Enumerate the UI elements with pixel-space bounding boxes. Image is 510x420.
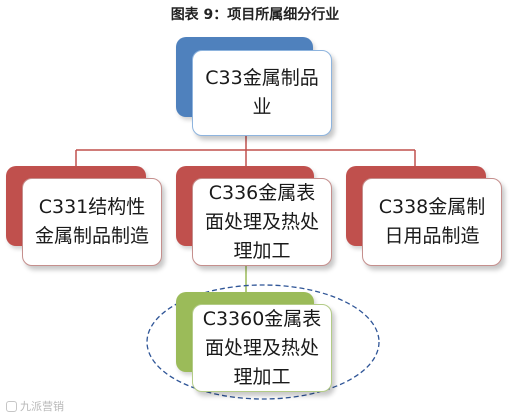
root-node: C33金属制品业: [192, 50, 332, 136]
child-node-label-3: C338金属制日用品制造: [378, 196, 486, 247]
leaf-node-label: C3360金属表面处理及热处理加工: [202, 307, 322, 388]
child-node-1: C331结构性金属制品制造: [22, 178, 162, 266]
child-node-2: C336金属表面处理及热处理加工: [192, 178, 332, 266]
watermark: 九派营销: [6, 398, 64, 414]
child-node-3: C338金属制日用品制造: [362, 178, 502, 266]
highlight-ellipse: [146, 284, 380, 400]
child-node-label-1: C331结构性金属制品制造: [34, 196, 149, 247]
watermark-text: 九派营销: [20, 400, 64, 413]
root-node-label: C33金属制品业: [205, 67, 319, 118]
brand-icon: [6, 400, 17, 412]
figure-caption: 图表 9：项目所属细分行业: [170, 7, 340, 23]
child-node-label-2: C336金属表面处理及热处理加工: [204, 181, 319, 262]
leaf-node: C3360金属表面处理及热处理加工: [192, 304, 332, 392]
